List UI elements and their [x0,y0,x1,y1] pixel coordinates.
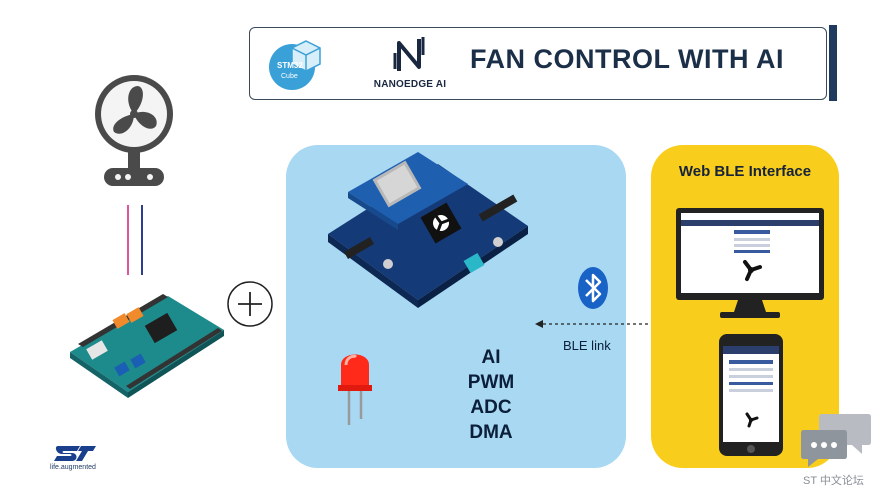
plus-icon [227,281,273,327]
led-icon [338,354,372,425]
board-image [328,152,528,308]
feature-ai: AI [481,347,501,368]
st-logo [54,446,96,461]
web-panel-title: Web BLE Interface [678,163,812,180]
stm32cube-logo: STM32 Cube [269,40,321,90]
st-tagline: life.augmented [50,464,96,471]
nanoedge-logo [393,37,425,71]
watermark-text: ST 中文论坛 [803,475,864,487]
ble-link-arrow [535,320,660,328]
bluetooth-icon [578,267,608,309]
phone-icon [719,334,783,456]
svg-text:Cube: Cube [281,73,298,80]
motor-wires [127,205,143,275]
monitor-icon [676,208,824,318]
nanoedge-ai-label: NANOEDGE AI [373,79,447,90]
page-title: FAN CONTROL WITH AI [470,44,784,74]
title-banner [249,27,827,100]
banner-accent-bar [829,25,837,101]
chat-icon [801,414,871,467]
feature-adc: ADC [470,397,512,418]
svg-text:STM32: STM32 [277,61,303,70]
feature-dma: DMA [469,422,513,443]
arduino-shield-image [70,294,224,398]
ble-link-label: BLE link [563,338,611,353]
feature-pwm: PWM [467,372,515,393]
fan-icon [95,75,173,186]
